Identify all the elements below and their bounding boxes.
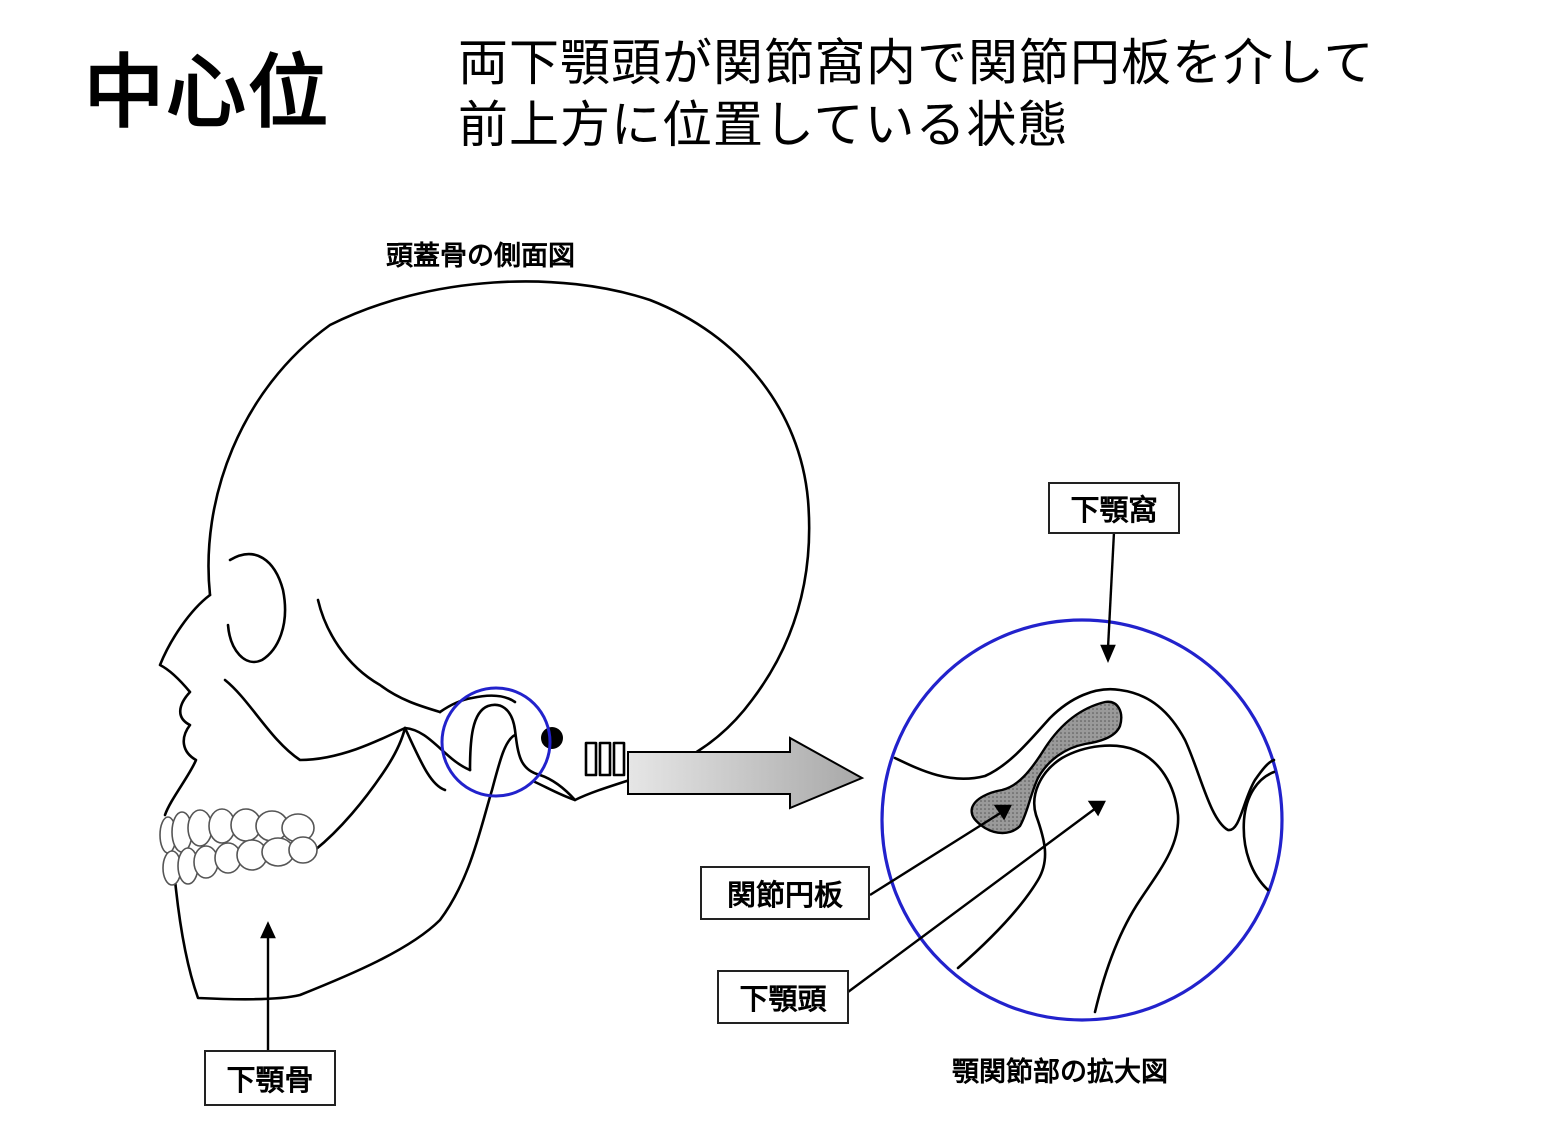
maxilla-line: [313, 726, 407, 852]
pointer-head-head: [1087, 800, 1106, 817]
description-line-2: 前上方に位置している状態: [458, 96, 1069, 154]
cranium-outline: [207, 280, 811, 802]
teeth-group: [159, 808, 318, 886]
label-mandibular-head: 下顎頭: [717, 970, 849, 1024]
description-line-1: 両下顎頭が関節窩内で関節円板を介して: [458, 34, 1375, 92]
fossa-small: [438, 694, 517, 714]
fossa-contour: [893, 687, 1276, 832]
pointer-fossa: [1106, 531, 1116, 649]
ramus-line: [403, 726, 447, 792]
label-mandible: 下顎骨: [204, 1050, 336, 1106]
zoom-arrow: [627, 736, 865, 810]
pointer-fossa-head: [1100, 644, 1116, 664]
ear-canal-2: [598, 741, 612, 777]
pointer-disc-head: [993, 804, 1012, 821]
articular-disc: [970, 700, 1123, 835]
ear-dot: [541, 727, 563, 749]
joint-highlight-large: [880, 618, 1284, 1022]
fossa-inner: [1242, 770, 1276, 892]
condyle-small: [468, 703, 577, 802]
description: 両下顎頭が関節窩内で関節円板を介して 前上方に位置している状態: [458, 32, 1375, 156]
joint-highlight-small: [440, 686, 552, 798]
chin-outline: [173, 733, 517, 1001]
temporal-line: [316, 598, 442, 714]
orbit-outline: [226, 552, 287, 664]
label-articular-disc: 関節円板: [700, 866, 870, 920]
ear-canal-1: [584, 741, 598, 777]
pointer-disc: [869, 810, 1003, 897]
pointer-head: [847, 807, 1097, 993]
skull-caption: 頭蓋骨の側面図: [386, 241, 575, 272]
enlarged-caption: 顎関節部の拡大図: [952, 1057, 1168, 1088]
page-title: 中心位: [84, 46, 330, 139]
face-outline: [158, 593, 212, 817]
pointer-mandible-head: [260, 921, 276, 939]
cheek-outline: [223, 678, 472, 772]
ear-canal-3: [612, 741, 626, 777]
condyle-head: [956, 744, 1180, 1014]
label-mandibular-fossa: 下顎窩: [1048, 482, 1180, 534]
